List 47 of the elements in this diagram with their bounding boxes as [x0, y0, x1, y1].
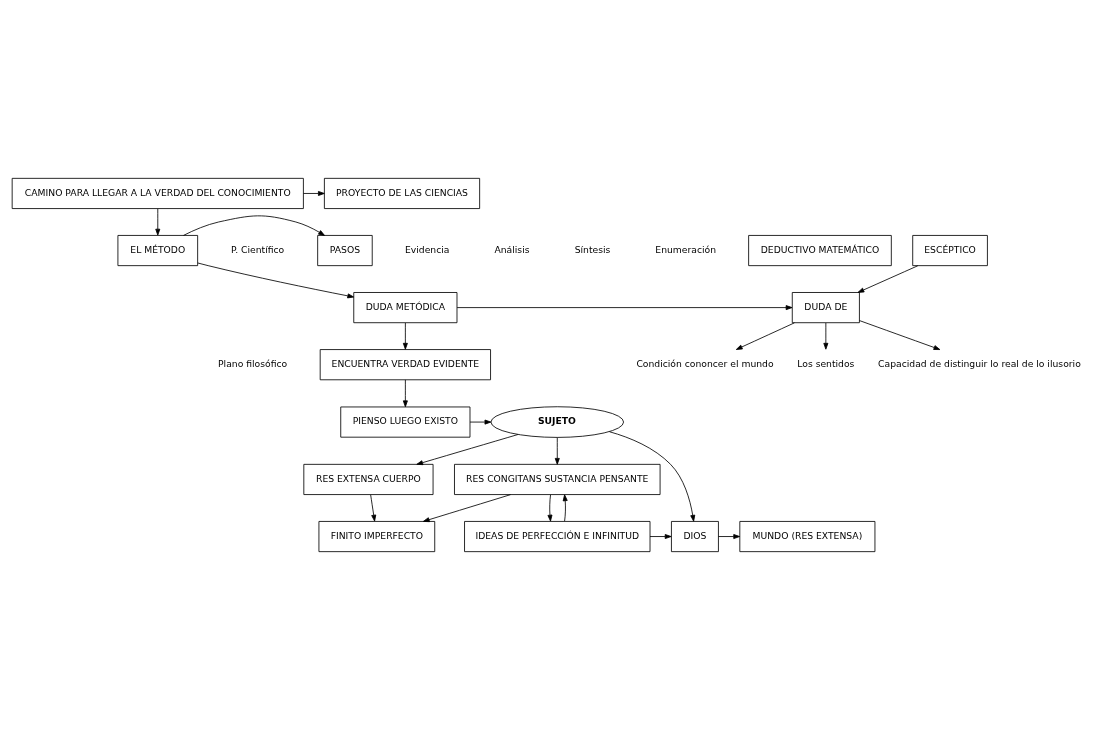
node-box: PASOS	[317, 235, 373, 267]
arrow	[456, 305, 793, 311]
node-box: ENCUENTRA VERDAD EVIDENTE	[319, 349, 491, 381]
label: Enumeración	[655, 243, 717, 255]
label: Análisis	[494, 243, 530, 255]
arrow	[857, 265, 919, 293]
node-box: DIOS	[671, 521, 719, 553]
arrow	[370, 494, 377, 522]
arrow	[155, 208, 161, 236]
arrow	[416, 434, 519, 466]
node-text: Los sentidos	[797, 358, 855, 370]
node-text: Condición cononcer el mundo	[636, 358, 774, 370]
node-box: EL MÉTODO	[117, 235, 199, 267]
arrow	[183, 215, 325, 236]
arrow	[197, 262, 355, 299]
arrow	[735, 322, 795, 350]
node-box: DUDA METÓDICA	[353, 292, 458, 324]
node-box: PROYECTO DE LAS CIENCIAS	[323, 177, 481, 209]
arrow	[562, 494, 568, 522]
node-box: MUNDO (RES EXTENSA)	[739, 521, 876, 553]
arrow	[469, 419, 492, 425]
node-ellipse: SUJETO	[490, 406, 624, 438]
arrow	[402, 379, 408, 408]
arrow	[718, 534, 741, 539]
node-box: FINITO IMPERFECTO	[318, 521, 436, 553]
arrow	[859, 320, 941, 350]
arrow	[609, 431, 696, 522]
node-box: ESCÉPTICO	[912, 235, 988, 267]
label: Plano filosófico	[218, 358, 288, 370]
arrow	[303, 191, 325, 196]
label: Evidencia	[404, 243, 450, 255]
arrow	[649, 534, 672, 539]
arrow	[402, 322, 408, 350]
label: Síntesis	[574, 243, 611, 255]
node-box: CAMINO PARA LLEGAR A LA VERDAD DEL CONOCIMIENTO	[11, 177, 304, 209]
arrow	[547, 494, 553, 522]
arrow	[554, 437, 560, 465]
node-box: PIENSO LUEGO EXISTO	[340, 406, 471, 438]
node-box: RES CONGITANS SUSTANCIA PENSANTE	[454, 463, 661, 495]
arrow	[823, 322, 829, 350]
node-text: Capacidad de distinguir lo real de lo ilusorio	[878, 358, 1081, 370]
node-box: IDEAS DE PERFECCIÓN E INFINITUD	[464, 521, 651, 553]
arrow	[422, 494, 511, 523]
node-box: DEDUCTIVO MATEMÁTICO	[748, 235, 892, 267]
label: P. Científico	[231, 243, 285, 255]
node-box: DUDA DE	[791, 292, 860, 324]
node-box: RES EXTENSA CUERPO	[303, 463, 434, 495]
